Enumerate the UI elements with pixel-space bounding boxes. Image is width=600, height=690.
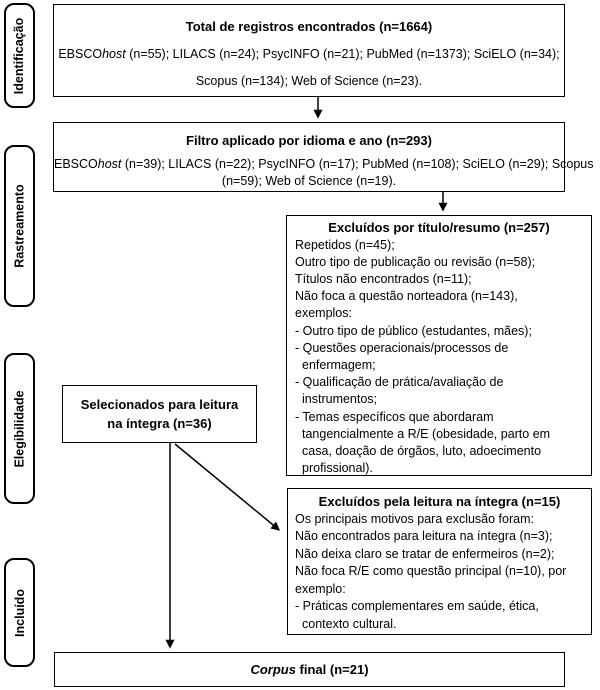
exclusion-reason: tangencialmente a R/E (obesidade, parto … (302, 426, 551, 441)
stage-label-text: Rastreamento (12, 184, 27, 268)
stage-label-elegibilidade: Elegibilidade (4, 353, 35, 504)
total-sources-line-2: Scopus (n=134); Web of Science (n=23). (195, 73, 423, 88)
stage-label-text: Elegibilidade (12, 389, 27, 468)
selected-line-2: na íntegra (n=36) (107, 416, 212, 431)
exclusion-reason: Os principais motivos para exclusão fora… (295, 511, 534, 526)
language-year-filter-box: Filtro aplicado por idioma e ano (n=293)… (53, 122, 594, 192)
ebscohost-italic: host (97, 156, 122, 171)
exclusion-reason: profissional). (302, 461, 373, 476)
exclusion-reason: instrumentos; (302, 392, 378, 407)
exclusion-reason: Não foca R/E como questão principal (n=1… (295, 564, 567, 578)
excluded-by-title-title: Excluídos por título/resumo (n=257) (328, 220, 550, 235)
final-corpus-label: Corpus final (n=21) (250, 662, 368, 677)
final-corpus-rest: final (n=21) (295, 662, 369, 677)
excluded-full-reading-box: Excluídos pela leitura na íntegra (n=15)… (287, 488, 592, 635)
filter-sources-rest: (n=39); LILACS (n=22); PsycINFO (n=17); … (121, 156, 594, 171)
exclusion-reason: Outro tipo de publicação ou revisão (n=5… (295, 254, 536, 269)
exclusion-reason: exemplos: (295, 306, 352, 321)
exclusion-reason: Não deixa claro se tratar de enfermeiros… (295, 546, 555, 561)
corpus-italic: Corpus (250, 662, 296, 677)
stage-label-rastreamento: Rastreamento (4, 145, 35, 307)
exclusion-reason: enfermagem; (302, 357, 376, 372)
selected-line-1: Selecionados para leitura (80, 397, 239, 412)
ebsco-prefix: EBSCO (58, 46, 103, 61)
total-sources-rest: (n=55); LILACS (n=24); PsycINFO (n=21); … (125, 46, 560, 61)
exclusion-reason: - Práticas complementares em saúde, étic… (295, 599, 539, 613)
arrow-selected-to-excluded-fulltext (174, 443, 281, 531)
filter-title: Filtro aplicado por idioma e ano (n=293) (186, 133, 432, 148)
total-records-title: Total de registros encontrados (n=1664) (185, 19, 433, 34)
exclusion-reason: - Temas específicos que abordaram (295, 409, 494, 424)
exclusion-reason: - Outro tipo de público (estudantes, mãe… (295, 323, 532, 338)
exclusion-reason: exemplo: (295, 581, 346, 596)
stage-label-text: Identificação (12, 17, 27, 94)
stage-label-text: Incluído (12, 588, 27, 637)
exclusion-reason: Não foca a questão norteadora (n=143), (295, 289, 518, 304)
selected-full-reading-box: Selecionados para leitura na íntegra (n=… (62, 385, 257, 443)
filter-sources-line-1: EBSCOhost (n=39); LILACS (n=22); PsycINF… (54, 156, 594, 172)
exclusion-reason: - Questões operacionais/processos de (295, 340, 509, 355)
final-corpus-box: Corpus final (n=21) (54, 652, 565, 687)
ebscohost-italic: host (102, 46, 126, 61)
stage-label-incluido: Incluído (4, 558, 35, 667)
total-records-box: Total de registros encontrados (n=1664) … (53, 4, 565, 97)
exclusion-reason: contexto cultural. (302, 616, 397, 631)
ebsco-prefix: EBSCO (54, 156, 98, 171)
exclusion-reason: casa, doação de órgãos, luto, adoeciment… (302, 443, 542, 458)
stage-label-identificacao: Identificação (4, 3, 35, 108)
filter-sources-line-2: (n=59); Web of Science (n=19). (221, 173, 397, 188)
exclusion-reason: Repetidos (n=45); (295, 237, 395, 252)
excluded-full-reading-title: Excluídos pela leitura na íntegra (n=15) (318, 494, 561, 509)
exclusion-reason: - Qualificação de prática/avaliação de (295, 375, 504, 390)
exclusion-reason: Não encontrados para leitura na íntegra … (295, 529, 553, 543)
excluded-by-title-box: Excluídos por título/resumo (n=257) Repe… (286, 215, 592, 476)
total-sources-line-1: EBSCOhost (n=55); LILACS (n=24); PsycINF… (54, 46, 564, 62)
exclusion-reason: Títulos não encontrados (n=11); (295, 271, 472, 286)
